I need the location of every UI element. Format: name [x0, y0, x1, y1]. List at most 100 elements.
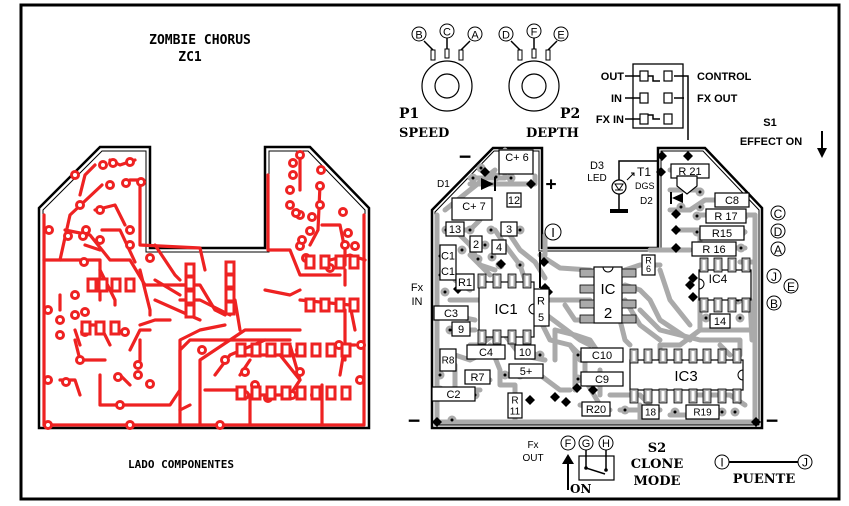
copper-trace	[42, 213, 366, 427]
copper-pad	[240, 367, 250, 377]
copper-trace	[128, 328, 152, 352]
capacitor-c2-body	[431, 386, 476, 402]
ic-pin-hole	[702, 260, 706, 270]
copper-ic-pad	[340, 342, 352, 358]
ic3: IC3	[629, 359, 744, 391]
copper-ic-pad	[304, 254, 316, 270]
switch-s1-in-label: IN	[611, 93, 622, 105]
copper-ic-pad	[310, 385, 322, 401]
pad-hole	[538, 353, 542, 357]
pad-hole	[576, 353, 580, 357]
right-connectors: C D A J E B	[766, 205, 799, 311]
copper-ic-pad	[304, 297, 316, 313]
resistor-r12: 12	[506, 192, 522, 208]
wire-point	[572, 383, 582, 393]
ic-pin-hole	[661, 351, 665, 361]
copper-ic-pad	[334, 297, 346, 313]
pad-hole	[448, 328, 452, 332]
led-d3-glyph	[614, 183, 624, 191]
wire-point	[751, 417, 761, 427]
copper-ic-pad	[80, 320, 92, 336]
capacitor-c8-body	[714, 192, 750, 208]
resistor-r20-label: R20	[586, 404, 606, 416]
switch-s2-pin-f-marker	[560, 435, 576, 451]
copper-pad	[285, 200, 295, 210]
switch-s1-fxout-label: FX OUT	[697, 93, 738, 105]
pot-p2-pin-e-label: E	[557, 30, 564, 42]
title-line2: ZC1	[178, 50, 202, 65]
connector-d-label: D	[774, 225, 783, 239]
resistor-r3: 3	[500, 221, 518, 237]
ic1: IC1	[478, 281, 535, 338]
resistor-r13-body	[445, 221, 465, 237]
capacitor-c7-body	[451, 197, 493, 221]
wire-point	[671, 225, 681, 235]
capacitor-c4: C4	[466, 344, 506, 360]
pot-p2-lead-e	[547, 40, 558, 51]
switch-s2-pivot	[584, 466, 588, 470]
capacitor-c3: C3	[433, 305, 469, 321]
copper-pad	[79, 257, 89, 267]
capacitor-c7-label: C+ 7	[462, 201, 486, 213]
copper-pad	[350, 241, 360, 251]
pot-p1-pin-c-label: C	[443, 27, 451, 39]
copper-trace	[266, 173, 342, 277]
resistor-r7-label: R7	[470, 372, 484, 384]
resistor-r4: 4	[491, 239, 507, 255]
pot-p2-name: P2	[560, 106, 580, 122]
connector-b-label: B	[770, 297, 778, 311]
polarity-minus-right: −	[766, 408, 778, 432]
copper-ic-pad	[295, 342, 307, 358]
capacitor-c9-body	[580, 371, 624, 387]
copper-ic-pad	[334, 254, 346, 270]
copper-pad	[108, 158, 118, 168]
copper-ic-pad	[325, 385, 337, 401]
copper-pad	[121, 178, 131, 188]
resistor-r12-body	[506, 192, 522, 208]
pad-hole	[704, 316, 708, 320]
resistor-r6: R6	[641, 254, 656, 276]
copper-pad	[55, 315, 65, 325]
resistor-r4-label: 4	[496, 242, 502, 254]
copper-pad	[55, 330, 65, 340]
connector-c-label: C	[774, 207, 783, 221]
copper-pad	[343, 228, 353, 238]
ic-pin-hole	[510, 276, 514, 286]
ic-pin-hole	[744, 260, 748, 270]
resistor-r15: R15	[699, 225, 745, 241]
wire-point	[588, 385, 598, 395]
ic-pin-hole	[691, 351, 695, 361]
copper-pad	[315, 200, 325, 210]
copper-ic-pad	[340, 385, 352, 401]
ic-pin-hole	[720, 391, 724, 401]
switch-s1-lug	[663, 92, 673, 104]
wire-point	[539, 257, 549, 267]
switch-s1-control-wire	[674, 75, 689, 140]
capacitor-c8-label: C8	[725, 195, 739, 207]
diode-d1: D1	[437, 177, 496, 191]
connector-i-marker	[544, 223, 562, 241]
pad-hole	[738, 316, 742, 320]
led-d3-wire-top	[618, 160, 657, 180]
copper-pad	[305, 226, 315, 236]
copper-ic-pad	[235, 342, 247, 358]
led-d3-icon	[611, 179, 627, 195]
pot-p1-pin-a-marker	[467, 26, 483, 42]
resistor-r11-label-line1: R	[511, 396, 518, 407]
switch-s1-control-label: CONTROL	[697, 71, 752, 83]
pot-p2-pin-d	[517, 49, 523, 61]
switch-s2: Fx OUT F G H ON S2 CLONE MODE	[522, 435, 683, 496]
copper-pad	[70, 170, 80, 180]
ic-pin-hole	[730, 300, 734, 310]
copper-pad	[356, 340, 366, 350]
switch-s2-contact	[604, 468, 608, 472]
copper-pad	[43, 375, 53, 385]
pot-p1-pin-a	[458, 49, 464, 61]
ic-pin	[621, 299, 637, 309]
copper-trace	[153, 278, 182, 297]
resistor-r8-body	[439, 348, 457, 372]
resistor-r2-body	[469, 235, 483, 253]
wire-point	[657, 151, 667, 161]
pot-p1-pin-b	[430, 49, 436, 61]
copper-pad	[70, 310, 80, 320]
